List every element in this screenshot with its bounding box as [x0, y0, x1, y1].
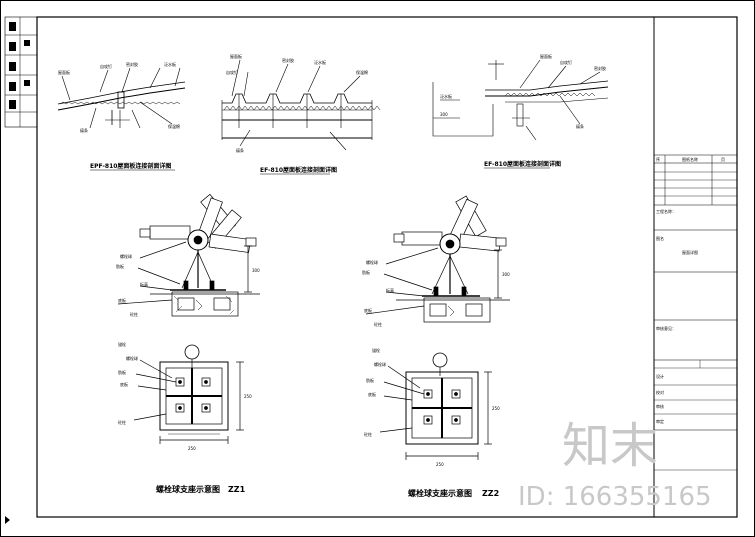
- watermark-brand: 知末: [562, 418, 658, 474]
- sign-row-design: 设计: [656, 373, 664, 379]
- zz2-label-ball: 螺栓球: [366, 259, 378, 265]
- zz2-label-concrete: 砼柱: [374, 321, 382, 327]
- zz1p-label-base: 底板: [120, 381, 128, 387]
- zz2p-label-width: 250: [436, 462, 444, 467]
- s3-label-purlin: 檩条: [576, 123, 584, 129]
- section-3-caption: EF-810屋面板连接剖面详图: [484, 160, 561, 168]
- title-col-index: 序: [656, 156, 660, 162]
- zz2-tubes: [393, 195, 507, 252]
- roof-section-2-labels: 屋面板 自攻钉 密封胶 泛水板 保温棉 檩条 EF-810屋面板连接剖面详图: [226, 53, 368, 175]
- title-col-name: 图纸名称: [682, 156, 698, 162]
- roof-section-1: [57, 67, 186, 129]
- support-elevation-zz1-labels: 螺栓球 肋板 标高 底板 砼柱 300: [116, 253, 260, 317]
- support-plan-zz1-labels: 锚栓 螺栓球 肋板 底板 砼柱 250 250 螺栓球支座示意图 ZZ1: [118, 341, 252, 494]
- sheet-inner-border: [36, 16, 738, 518]
- zz1-caption: 螺栓球支座示意图: [156, 484, 220, 494]
- s3-label-panel: 屋面板: [540, 53, 552, 59]
- s2-label-sealant: 密封胶: [282, 57, 294, 63]
- s3-label-sealant: 密封胶: [594, 65, 606, 71]
- s1-label-panel: 屋面板: [58, 69, 70, 75]
- zz1p-label-anchor: 锚栓: [118, 341, 126, 347]
- remarks-label: 审核意见：: [656, 325, 676, 331]
- s2-label-purlin: 檩条: [236, 147, 244, 153]
- sign-row-check: 校对: [656, 389, 664, 395]
- support-plan-zz1: [133, 344, 244, 444]
- support-plan-zz2-labels: 锚栓 螺栓球 肋板 底板 砼柱 250 250 螺栓球支座示意图 ZZ2: [364, 347, 500, 498]
- binding-strip: [4, 16, 38, 524]
- roof-section-1-labels: 屋面板 自攻钉 密封胶 泛水板 保温棉 檩条 EPF-810屋面板连接剖面详图: [58, 61, 180, 171]
- s3-label-dim: 300: [440, 112, 448, 117]
- zz1-label-dim: 300: [252, 268, 260, 273]
- support-plan-zz2: [379, 352, 492, 460]
- zz2-label-base: 底板: [364, 307, 372, 313]
- roof-section-3-labels: 屋面板 自攻钉 密封胶 泛水板 300 檩条 EF-810屋面板连接剖面详图: [440, 53, 606, 169]
- zz2p-label-height: 250: [492, 406, 500, 411]
- watermark-id: ID: 166355165: [518, 482, 712, 512]
- zz1p-label-height: 250: [244, 394, 252, 399]
- s1-label-flashing: 泛水板: [164, 61, 176, 67]
- zz2-code: ZZ2: [482, 489, 499, 498]
- zz2p-label-ball: 螺栓球: [374, 361, 386, 367]
- watermark: 知末 ID: 166355165: [518, 418, 712, 512]
- zz1-label-rib: 肋板: [116, 263, 124, 269]
- title-block-text: 序 图纸名称 页 工程名称： 图名 屋面详图 审核意见： 设计 校对 审核 审定: [656, 156, 725, 424]
- zz2p-label-anchor: 锚栓: [372, 347, 380, 353]
- section-2-caption: EF-810屋面板连接剖面详图: [260, 166, 337, 174]
- drawing-label: 图名: [656, 235, 664, 241]
- drawing-name: 屋面详图: [682, 249, 698, 255]
- s2-label-screw: 自攻钉: [226, 69, 238, 75]
- zz1p-label-rib: 肋板: [118, 369, 126, 375]
- support-elevation-zz2: [365, 195, 510, 323]
- s1-label-insulation: 保温棉: [168, 123, 180, 129]
- roof-section-2: [221, 59, 381, 151]
- zz2p-label-concrete: 砼柱: [364, 431, 372, 437]
- zz2-label-elev: 标高: [386, 287, 394, 293]
- zz2-label-rib: 肋板: [362, 269, 370, 275]
- roof-section-3: [432, 59, 609, 141]
- s2-label-flashing: 泛水板: [314, 59, 326, 65]
- zz1-code: ZZ1: [228, 485, 246, 494]
- s1-label-sealant: 密封胶: [126, 61, 138, 67]
- support-elevation-zz2-labels: 螺栓球 肋板 标高 底板 砼柱 300: [362, 259, 510, 327]
- zz2p-label-base: 底板: [368, 391, 376, 397]
- sign-row-approve: 审定: [656, 418, 664, 424]
- zz1-label-ball: 螺栓球: [120, 253, 132, 259]
- s1-label-screw: 自攻钉: [100, 63, 112, 69]
- s3-label-flashing: 泛水板: [440, 93, 452, 99]
- s2-label-insulation: 保温棉: [356, 69, 368, 75]
- s1-label-purlin: 檩条: [80, 127, 88, 133]
- support-elevation-zz1: [117, 193, 260, 317]
- section-1-caption: EPF-810屋面板连接剖面详图: [90, 162, 171, 170]
- project-label: 工程名称：: [656, 208, 676, 214]
- zz2-caption: 螺栓球支座示意图: [408, 488, 472, 498]
- sign-row-review: 审核: [656, 403, 664, 409]
- s2-label-panel: 屋面板: [230, 53, 242, 59]
- zz1-tubes: [139, 193, 257, 253]
- s3-label-screw: 自攻钉: [560, 59, 572, 65]
- zz1p-label-ball: 螺栓球: [126, 355, 138, 361]
- zz1p-label-width: 250: [188, 446, 196, 451]
- zz1-label-base: 底板: [118, 297, 126, 303]
- title-col-page: 页: [721, 157, 725, 162]
- title-block: [653, 17, 737, 517]
- zz1-label-elev: 标高: [140, 281, 148, 287]
- zz2p-label-rib: 肋板: [366, 377, 374, 383]
- zz2-label-dim: 300: [502, 272, 510, 277]
- zz1-label-concrete: 砼柱: [130, 311, 138, 317]
- zz1p-label-concrete: 砼柱: [118, 419, 126, 425]
